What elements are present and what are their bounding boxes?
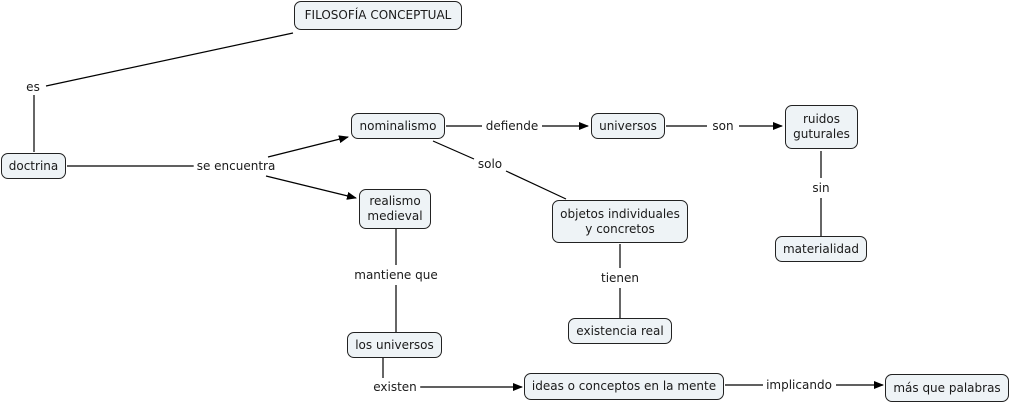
link-es: es	[23, 80, 43, 94]
link-se-encuentra: se encuentra	[193, 159, 279, 173]
link-tienen: tienen	[597, 271, 643, 285]
link-defiende: defiende	[482, 119, 542, 133]
concept-universos[interactable]: universos	[591, 113, 665, 139]
link-solo: solo	[474, 157, 506, 171]
arrow-seencuentra-realismo	[265, 175, 357, 200]
concept-filosofia-conceptual[interactable]: FILOSOFÍA CONCEPTUAL	[294, 1, 462, 30]
concept-los-universos[interactable]: los universos	[347, 332, 442, 358]
concept-existencia-real[interactable]: existencia real	[568, 318, 672, 344]
concept-mas-que-palabras[interactable]: más que palabras	[885, 374, 1009, 402]
concept-doctrina[interactable]: doctrina	[1, 153, 66, 179]
concept-ruidos-guturales[interactable]: ruidos guturales	[785, 105, 858, 149]
link-implicando: implicando	[763, 378, 835, 392]
link-sin: sin	[809, 181, 833, 195]
line-nominalismo-solo	[432, 140, 475, 160]
concept-realismo-medieval[interactable]: realismo medieval	[359, 189, 431, 229]
link-existen: existen	[370, 380, 420, 394]
concept-nominalismo[interactable]: nominalismo	[351, 113, 445, 139]
line-solo-objetos	[505, 170, 567, 200]
concept-ideas-conceptos[interactable]: ideas o conceptos en la mente	[524, 373, 724, 400]
line-filosofia-es	[45, 32, 294, 87]
concept-objetos-individuales[interactable]: objetos individuales y concretos	[552, 200, 688, 243]
concept-materialidad[interactable]: materialidad	[775, 236, 867, 262]
link-mantiene-que: mantiene que	[351, 268, 441, 282]
arrow-seencuentra-nominalismo	[267, 135, 349, 158]
link-son: son	[709, 119, 737, 133]
